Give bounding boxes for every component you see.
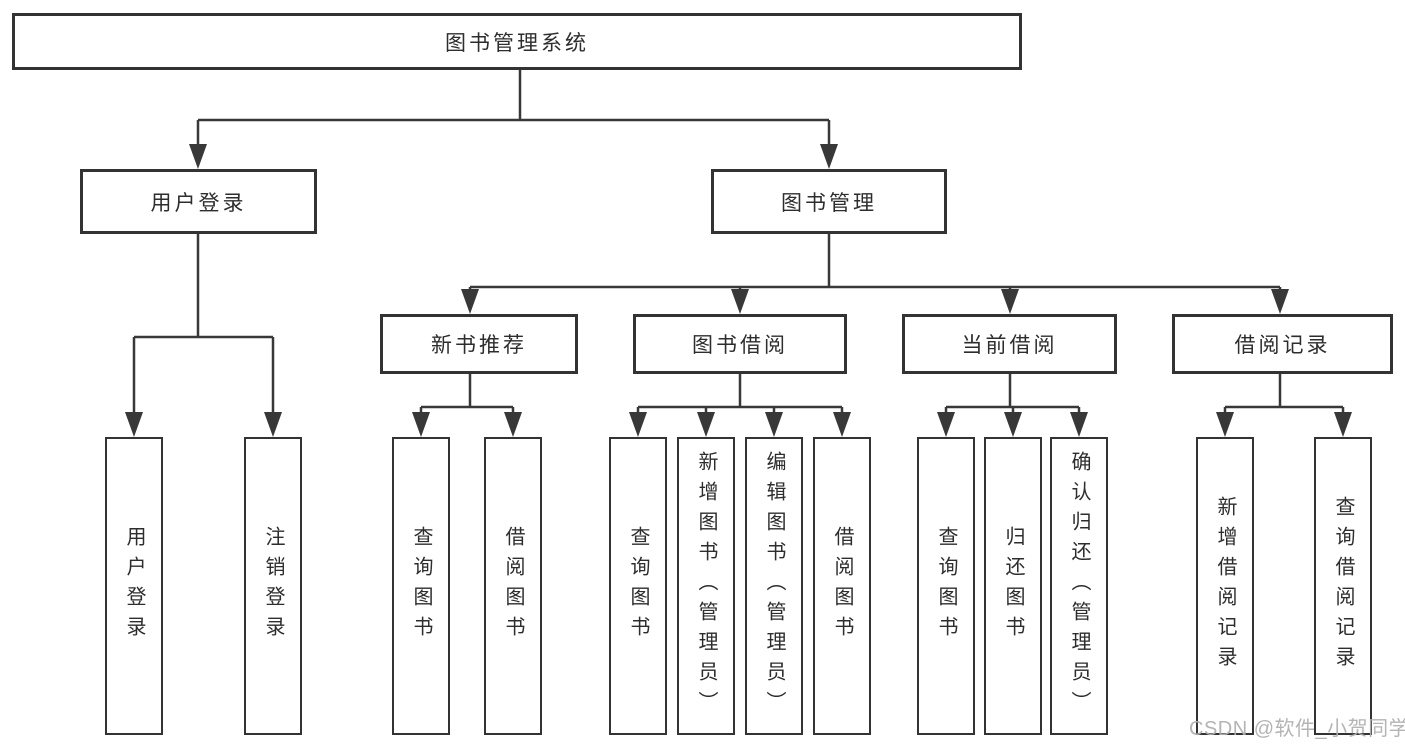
leaf-borrow-books: 借阅图书 (813, 437, 871, 735)
node-borrowing-records: 借阅记录 (1172, 314, 1393, 374)
node-new-book-recommendation: 新书推荐 (380, 314, 578, 374)
leaf-borrow-books-recommend: 借阅图书 (484, 437, 542, 735)
leaf-query-books-recommend: 查询图书 (392, 437, 450, 735)
node-library-management-system: 图书管理系统 (12, 13, 1022, 70)
leaf-logout: 注销登录 (244, 437, 302, 735)
leaf-label: 查询图书 (935, 526, 957, 646)
leaf-query-books-current: 查询图书 (917, 437, 975, 735)
arrowheads (125, 144, 1352, 437)
leaf-return-books: 归还图书 (984, 437, 1042, 735)
leaf-label: 借阅图书 (502, 526, 524, 646)
leaf-edit-book-admin: 编辑图书（管理员） (745, 437, 803, 735)
leaf-label: 查询图书 (627, 526, 649, 646)
node-label: 图书借阅 (692, 334, 788, 357)
leaf-label: 归还图书 (1002, 526, 1024, 646)
node-user-login: 用户登录 (80, 169, 317, 234)
node-book-borrowing: 图书借阅 (633, 314, 847, 374)
node-current-borrowing: 当前借阅 (902, 314, 1117, 374)
node-label: 借阅记录 (1234, 334, 1331, 357)
node-label: 图书管理 (781, 191, 877, 215)
node-label: 新书推荐 (431, 334, 527, 357)
leaf-label: 借阅图书 (831, 526, 853, 646)
leaf-label: 确认归还（管理员） (1068, 451, 1090, 721)
leaf-label: 编辑图书（管理员） (763, 451, 785, 721)
node-label: 用户登录 (150, 191, 247, 215)
leaf-label: 查询借阅记录 (1332, 496, 1354, 676)
watermark: CSDN @软件_小贺同学 (1189, 718, 1405, 740)
leaf-query-borrow-record: 查询借阅记录 (1314, 437, 1372, 735)
leaf-label: 用户登录 (123, 526, 145, 646)
leaf-label: 注销登录 (262, 526, 284, 646)
leaf-query-books-borrow: 查询图书 (609, 437, 667, 735)
leaf-user-login: 用户登录 (105, 437, 163, 735)
leaf-label: 新增图书（管理员） (695, 451, 717, 721)
leaf-label: 查询图书 (410, 526, 432, 646)
leaf-add-book-admin: 新增图书（管理员） (677, 437, 735, 735)
node-book-management: 图书管理 (711, 169, 947, 234)
node-label: 图书管理系统 (445, 31, 589, 55)
leaf-label: 新增借阅记录 (1214, 496, 1236, 676)
leaf-add-borrow-record: 新增借阅记录 (1196, 437, 1254, 735)
leaf-confirm-return-admin: 确认归还（管理员） (1050, 437, 1108, 735)
node-label: 当前借阅 (961, 334, 1058, 357)
